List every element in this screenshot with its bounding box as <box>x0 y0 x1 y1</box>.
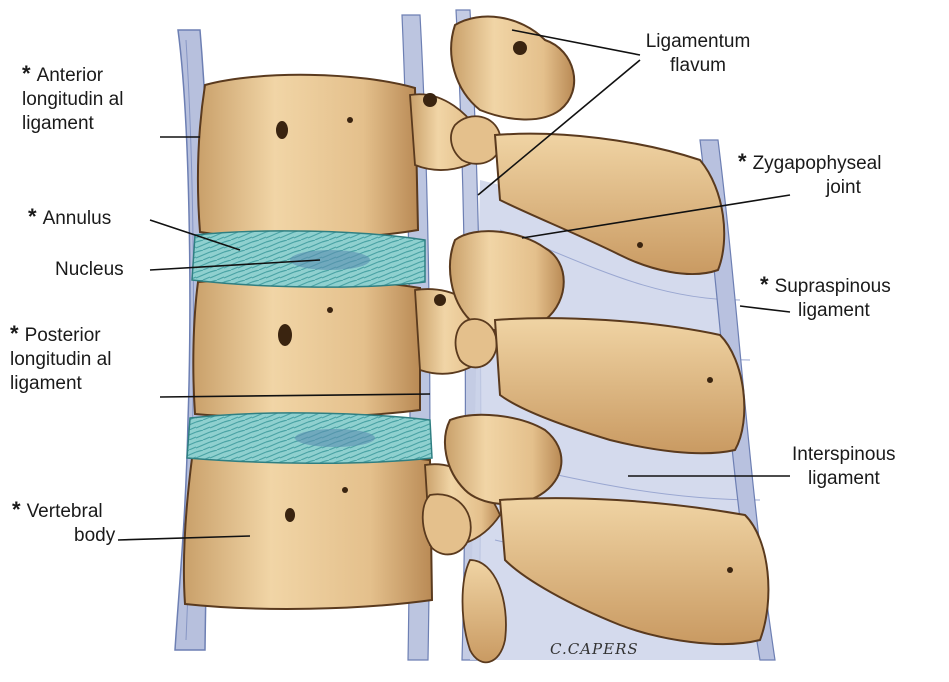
label-anterior-line2: longitudin al <box>22 88 123 112</box>
label-interspinous-ligament: Interspinous ligament <box>792 443 896 491</box>
asterisk: * <box>738 149 747 174</box>
label-supraspinous-line2: ligament <box>760 299 891 323</box>
asterisk: * <box>10 321 19 346</box>
label-annulus-text: Annulus <box>43 208 112 229</box>
label-posterior-line1: Posterior <box>25 325 101 346</box>
label-flavum-line2: flavum <box>638 54 758 78</box>
label-zygapophyseal-joint: * Zygapophyseal joint <box>738 150 881 200</box>
label-ligamentum-flavum: Ligamentum flavum <box>638 30 758 78</box>
label-interspinous-line2: ligament <box>792 467 896 491</box>
label-posterior-longitudinal-ligament: * Posterior longitudin al ligament <box>10 322 111 396</box>
label-zygapophyseal-line2: joint <box>738 176 881 200</box>
label-vertebral-body: * Vertebral body <box>12 498 115 548</box>
asterisk: * <box>22 61 31 86</box>
label-flavum-line1: Ligamentum <box>638 30 758 54</box>
label-vertebral-line2: body <box>12 524 115 548</box>
asterisk: * <box>28 204 37 229</box>
label-annulus: * Annulus <box>28 205 111 231</box>
label-supraspinous-ligament: * Supraspinous ligament <box>760 273 891 323</box>
label-anterior-line3: ligament <box>22 112 123 136</box>
label-vertebral-line1: Vertebral <box>27 501 103 522</box>
label-posterior-line3: ligament <box>10 372 111 396</box>
label-zygapophyseal-line1: Zygapophyseal <box>753 153 882 174</box>
label-interspinous-line1: Interspinous <box>792 443 896 467</box>
asterisk: * <box>760 272 769 297</box>
label-posterior-line2: longitudin al <box>10 348 111 372</box>
spinous-processes <box>495 134 768 644</box>
label-nucleus: Nucleus <box>55 258 124 282</box>
label-nucleus-text: Nucleus <box>55 259 124 280</box>
label-anterior-longitudinal-ligament: * Anterior longitudin al ligament <box>22 62 123 136</box>
asterisk: * <box>12 497 21 522</box>
vertebral-bodies <box>184 75 432 609</box>
label-supraspinous-line1: Supraspinous <box>775 276 891 297</box>
artist-signature: C.CAPERS <box>550 640 639 658</box>
label-anterior-line1: Anterior <box>37 65 104 86</box>
